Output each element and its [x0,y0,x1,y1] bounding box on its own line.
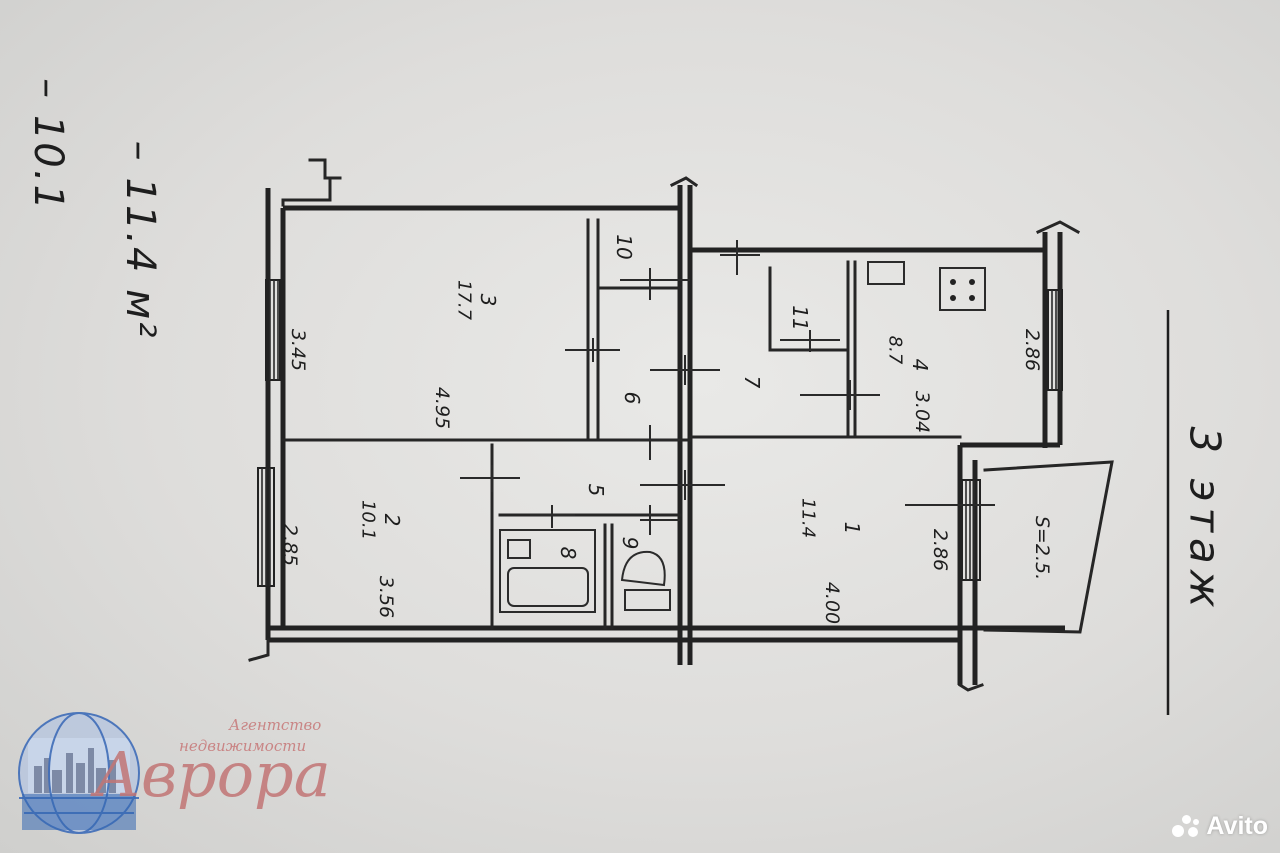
room-4-width: 2.86 [1021,328,1043,372]
floor-label: 3 этаж [1180,426,1230,614]
room-3-width: 3.45 [287,328,309,372]
room-2-area: 10.1 [357,499,379,541]
room-6-number: 6 [620,391,644,405]
agency-name: Аврора [94,738,331,811]
room-3-length: 4.95 [431,386,453,430]
avito-text: Avito [1206,812,1268,840]
balcony-outline [983,460,1114,634]
room-11-number: 11 [788,305,812,331]
interior-walls [281,218,962,630]
room-1-length: 4.00 [821,581,843,625]
room-1-area: 11.4 [797,497,819,539]
room-4-number: 4 [908,358,932,372]
room-3-number: 3 [476,293,500,307]
avito-dots-icon [1172,814,1200,839]
room-7-number: 7 [740,375,764,389]
room-2-number: 2 [380,513,404,527]
agency-line2: недвижимости [179,737,307,755]
agency-line1: Агентство [229,716,322,734]
agency-logo: Агентство недвижимости Аврора [14,700,354,850]
room-2-width: 2.85 [279,523,301,567]
avito-watermark: Avito [1172,812,1268,841]
room-5-number: 5 [584,483,608,497]
room-2-length: 3.56 [375,575,397,619]
margin-note-area-2: – 10.1 [25,78,71,212]
windows [257,279,1063,587]
room-8-number: 8 [556,546,580,560]
room-4-length: 3.04 [911,390,933,434]
room-3-area: 17.7 [453,279,475,321]
room-1-width: 2.86 [929,528,951,572]
door-ticks [460,240,995,535]
margin-note-area-1: – 11.4 м² [117,140,163,340]
room-1-number: 1 [840,521,864,535]
balcony-area: S=2.5. [1031,515,1053,581]
globe-icon [18,712,140,834]
room-4-area: 8.7 [884,335,906,365]
room-10-number: 10 [612,234,636,260]
room-9-number: 9 [618,536,642,550]
bathroom-fixtures [499,261,986,613]
